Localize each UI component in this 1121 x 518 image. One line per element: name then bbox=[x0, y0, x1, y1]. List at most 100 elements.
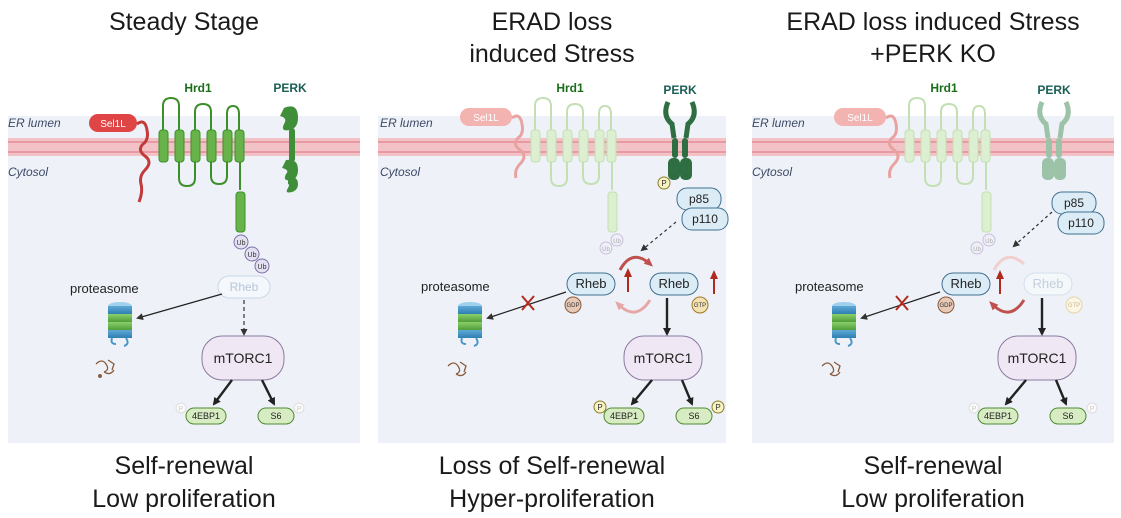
panel-2-hrd1 bbox=[534, 96, 612, 188]
panel-3-mtorc1 bbox=[997, 335, 1077, 381]
panel-3-er-lumen-label: ER lumen bbox=[752, 116, 805, 130]
panel-3-sel1l bbox=[834, 108, 886, 126]
panel-2-title: ERAD loss induced Stress bbox=[378, 6, 726, 70]
panel-1-mtorc1-label: mTORC1 bbox=[214, 350, 273, 366]
panel-1-4ebp1 bbox=[185, 407, 227, 425]
panel-1-proteasome bbox=[108, 302, 132, 347]
svg-text:Ub: Ub bbox=[985, 239, 993, 245]
panel-1-peptide-fragments bbox=[95, 359, 115, 378]
panel-1-rheb-to-proteasome bbox=[136, 293, 223, 320]
panel-2-gdp: GDP bbox=[566, 303, 579, 309]
panel-2-rheb-gtp bbox=[649, 272, 699, 296]
panel-3-ub-chain: Ub Ub bbox=[970, 233, 996, 255]
panel-1-perk-label: PERK bbox=[273, 81, 307, 95]
panel-3-p110-label: p110 bbox=[1068, 216, 1094, 230]
panel-3-cytosol-label: Cytosol bbox=[752, 165, 792, 179]
panel-2-ub-chain: Ub Ub bbox=[599, 233, 624, 255]
panel-1-hrd1-tm bbox=[158, 129, 245, 163]
panel-3-cycle-top bbox=[992, 255, 1025, 271]
panel-1-cytosol-label: Cytosol bbox=[8, 165, 48, 179]
panel-1-sel1l-tail bbox=[136, 120, 151, 203]
panel-1-hrd1 bbox=[162, 96, 240, 188]
svg-text:P: P bbox=[179, 406, 184, 413]
panel-3-mtorc1-label: mTORC1 bbox=[1008, 350, 1067, 366]
panel-2-proteasome bbox=[458, 302, 482, 347]
panel-2-proteasome-label: proteasome bbox=[421, 279, 490, 294]
panel-2-er-lumen-label: ER lumen bbox=[380, 116, 433, 130]
panel-2-peptide-fragments bbox=[447, 361, 467, 377]
panel-3-s6-label: S6 bbox=[1062, 411, 1073, 421]
panel-3-hrd1-label: Hrd1 bbox=[930, 81, 958, 95]
panel-1-footer-line2: Low proliferation bbox=[92, 485, 276, 513]
panel-2-title-line2: induced Stress bbox=[469, 40, 635, 68]
panel-1-footer: Self-renewal Low proliferation bbox=[8, 450, 360, 516]
panel-1-perk bbox=[280, 106, 298, 193]
panel-2-4ebp1 bbox=[603, 407, 645, 425]
panel-2-gtp: GTP bbox=[694, 303, 706, 309]
panel-1-s6 bbox=[257, 407, 295, 425]
panel-2-inhibition-x bbox=[521, 295, 535, 311]
panel-3-hrd1 bbox=[908, 96, 986, 188]
panel-3-p110 bbox=[1057, 211, 1105, 235]
svg-text:Ub: Ub bbox=[602, 247, 610, 253]
panel-2-s6 bbox=[675, 407, 713, 425]
panel-1-er-lumen-label: ER lumen bbox=[8, 116, 61, 130]
panel-1-sel1l-label: Sel1L bbox=[100, 119, 126, 130]
svg-text:Ub: Ub bbox=[613, 239, 621, 245]
panel-3-footer: Self-renewal Low proliferation bbox=[752, 450, 1114, 516]
panel-2-mtorc1 bbox=[623, 335, 703, 381]
panel-3-title: ERAD loss induced Stress +PERK KO bbox=[752, 6, 1114, 70]
panel-1-s6-label: S6 bbox=[270, 411, 281, 421]
panel-1-sel1l bbox=[89, 114, 137, 132]
panel-2-rheb-gtp-label: Rheb bbox=[658, 276, 689, 291]
panel-2-mtorc1-label: mTORC1 bbox=[634, 350, 693, 366]
panel-3-rheb-gtp bbox=[1023, 272, 1073, 296]
panel-2-footer-line2: Hyper-proliferation bbox=[449, 485, 655, 513]
panel-1-footer-line1: Self-renewal bbox=[114, 452, 254, 480]
panel-1-ub-chain: Ub Ub Ub bbox=[233, 234, 270, 274]
panel-2: ER lumen Cytosol Sel1L Hrd1 bbox=[378, 81, 729, 443]
panel-1-rheb bbox=[217, 275, 271, 299]
panel-2-perk bbox=[663, 101, 697, 180]
panel-2-p110-label: p110 bbox=[692, 212, 718, 226]
svg-text:Ub: Ub bbox=[248, 252, 257, 259]
panel-3-4ebp1 bbox=[977, 407, 1019, 425]
panel-3-footer-line1: Self-renewal bbox=[863, 452, 1003, 480]
panel-1-rheb-label: Rheb bbox=[230, 280, 259, 294]
panel-3-rheb-gdp-label: Rheb bbox=[950, 276, 981, 291]
panel-2-4ebp1-label: 4EBP1 bbox=[610, 411, 638, 421]
panel-2-rheb-gdp bbox=[566, 272, 616, 296]
panel-1-title-line1: Steady Stage bbox=[108, 8, 260, 36]
panel-3-p85-label: p85 bbox=[1064, 196, 1084, 210]
panel-3-proteasome bbox=[832, 302, 856, 347]
svg-text:P: P bbox=[972, 406, 977, 413]
panel-1-title: Steady Stage bbox=[8, 6, 360, 38]
panel-2-title-line1: ERAD loss bbox=[491, 8, 613, 36]
panel-3-s6 bbox=[1049, 407, 1087, 425]
svg-text:P: P bbox=[1090, 406, 1095, 413]
panel-2-s6-label: S6 bbox=[688, 411, 699, 421]
svg-text:P: P bbox=[297, 406, 302, 413]
panel-1-background bbox=[8, 116, 360, 443]
panel-3-sel1l-label: Sel1L bbox=[847, 113, 873, 124]
panel-2-cytosol-label: Cytosol bbox=[380, 165, 420, 179]
panel-3-footer-line2: Low proliferation bbox=[841, 485, 1025, 513]
panel-3-proteasome-label: proteasome bbox=[795, 279, 864, 294]
panel-3-gtp: GTP bbox=[1068, 303, 1080, 309]
svg-text:P: P bbox=[597, 403, 602, 412]
panel-1-mtorc1 bbox=[201, 335, 285, 381]
svg-text:P: P bbox=[715, 403, 720, 412]
panel-3: ER lumen Cytosol Sel1L Hrd1 bbox=[752, 81, 1114, 443]
panel-3-perk-label: PERK bbox=[1037, 83, 1071, 97]
panel-2-footer: Loss of Self-renewal Hyper-proliferation bbox=[378, 450, 726, 516]
panel-2-sel1l-label: Sel1L bbox=[473, 113, 499, 124]
panel-3-rheb-gdp bbox=[941, 272, 991, 296]
panel-3-4ebp1-label: 4EBP1 bbox=[984, 411, 1012, 421]
svg-text:Ub: Ub bbox=[237, 240, 246, 247]
panel-3-peptide-fragments bbox=[821, 361, 841, 377]
panel-3-title-line1: ERAD loss induced Stress bbox=[786, 8, 1080, 36]
panel-2-footer-line1: Loss of Self-renewal bbox=[438, 452, 666, 480]
panel-2-p85-label: p85 bbox=[689, 192, 709, 206]
panel-1-hrd1-tail bbox=[235, 191, 246, 233]
